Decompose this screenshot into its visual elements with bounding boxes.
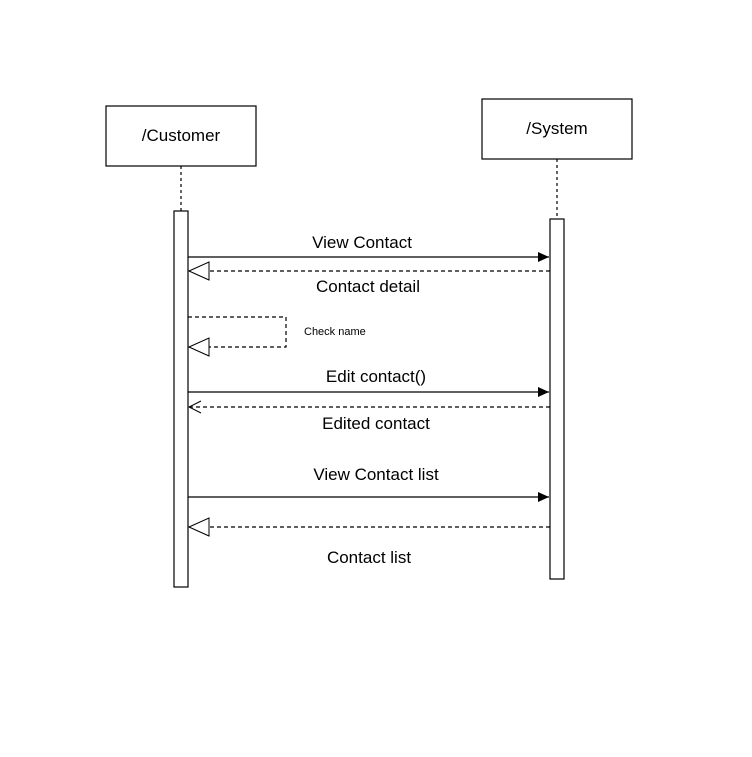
- message-check-name-label: Check name: [304, 326, 366, 338]
- participant-customer-label: /Customer: [142, 126, 221, 145]
- message-edited-contact-label: Edited contact: [322, 414, 430, 433]
- message-view-contact-list-label: View Contact list: [313, 465, 439, 484]
- customer-activation-bar: [173, 210, 189, 588]
- message-view-contact-label: View Contact: [312, 233, 412, 252]
- participant-system[interactable]: /System: [481, 98, 633, 160]
- message-edit-contact-label: Edit contact(): [326, 367, 426, 386]
- participant-system-box: [481, 98, 633, 160]
- participant-system-label: /System: [526, 119, 587, 138]
- participant-customer-box: [105, 105, 257, 167]
- message-contact-list-label: Contact list: [327, 548, 411, 567]
- system-activation-bar: [549, 218, 565, 580]
- message-contact-detail-label: Contact detail: [316, 277, 420, 296]
- participant-customer[interactable]: /Customer: [105, 105, 257, 167]
- message-check-name-arrow: [188, 316, 287, 347]
